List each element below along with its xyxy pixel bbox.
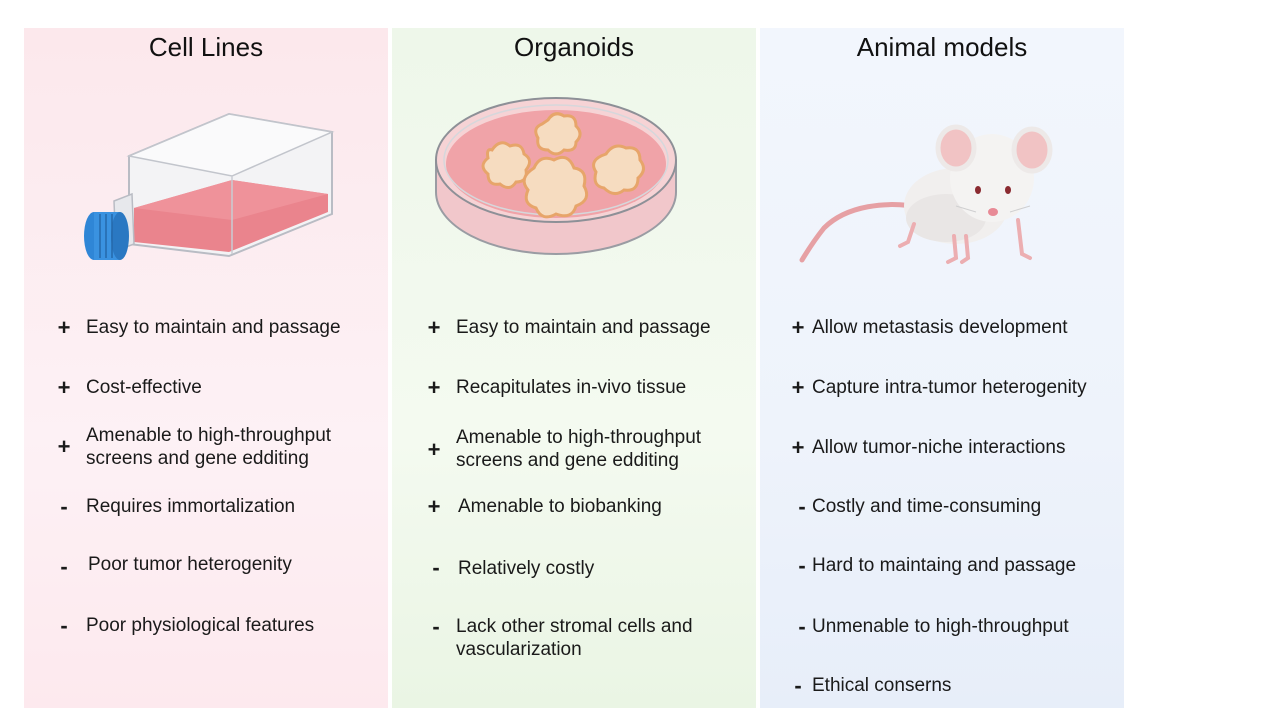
con-sign: -	[60, 613, 68, 638]
item-text: Poor physiological features	[86, 615, 315, 636]
pro-sign: +	[791, 315, 805, 340]
pro-sign: +	[57, 434, 71, 459]
mouse-icon	[799, 124, 1053, 264]
item-text: Hard to maintaing and passage	[812, 555, 1077, 576]
item-text: Costly and time-consuming	[812, 496, 1042, 517]
con-sign: -	[432, 555, 440, 580]
item-text: Poor tumor heterogenity	[88, 554, 292, 575]
pro-sign: +	[57, 375, 71, 400]
pro-sign: +	[427, 375, 441, 400]
item-text: Allow tumor-niche interactions	[812, 437, 1066, 458]
item-text: Recapitulates in-vivo tissue	[456, 377, 687, 398]
pro-sign: +	[57, 315, 71, 340]
column-cell-lines: Cell Lines + Easy to maintain and passag…	[24, 28, 388, 708]
item-text: Easy to maintain and passage	[86, 317, 341, 338]
pro-sign: +	[791, 375, 805, 400]
pro-sign: +	[427, 315, 441, 340]
column-organoids: Organoids + Easy to maintain and passage…	[392, 28, 756, 708]
con-sign: -	[60, 554, 68, 579]
item-text: Relatively costly	[458, 558, 595, 579]
item-text: Capture intra-tumor heterogenity	[812, 377, 1087, 398]
item-text: Amenable to biobanking	[458, 496, 662, 517]
column-title: Cell Lines	[148, 32, 264, 62]
column-title: Animal models	[856, 32, 1028, 62]
con-sign: -	[794, 673, 802, 698]
pro-sign: +	[427, 437, 441, 462]
con-sign: -	[432, 614, 440, 639]
petri-dish-organoids-icon	[435, 97, 677, 255]
con-sign: -	[798, 494, 806, 519]
item-text: Requires immortalization	[86, 496, 296, 517]
cell-culture-flask-icon	[84, 112, 335, 260]
pro-sign: +	[427, 494, 441, 519]
con-sign: -	[798, 553, 806, 578]
item-text: Amenable to high-throughput screens and …	[86, 425, 332, 469]
item-text: Allow metastasis development	[812, 317, 1068, 338]
con-sign: -	[60, 494, 68, 519]
item-text: Lack other stromal cells and vasculariza…	[456, 616, 693, 660]
pro-sign: +	[791, 435, 805, 460]
con-sign: -	[798, 614, 806, 639]
item-text: Ethical conserns	[812, 675, 952, 696]
item-text: Easy to maintain and passage	[456, 317, 711, 338]
item-text: Cost-effective	[86, 377, 202, 398]
column-title: Organoids	[514, 32, 634, 62]
item-text: Unmenable to high-throughput	[812, 616, 1069, 637]
column-animal-models: Animal models + Allow metastasis develop…	[760, 28, 1124, 708]
item-text: Amenable to high-throughput screens and …	[456, 427, 702, 471]
